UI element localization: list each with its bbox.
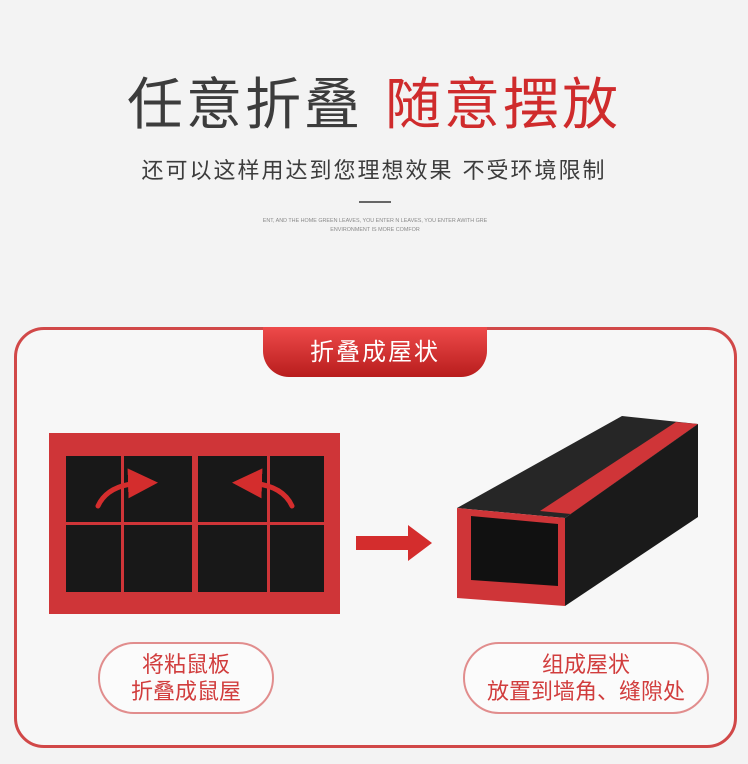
folded-house-box [457, 416, 698, 606]
headline-part-b: 随意摆放 [385, 73, 621, 138]
caption-fold-board-line-2: 折叠成鼠屋 [130, 680, 241, 705]
caption-fold-board-line-1: 将粘鼠板 [141, 653, 230, 678]
subheadline: 还可以这样用达到您理想效果 不受环境限制 [141, 159, 607, 184]
caption-place-house-line-2: 放置到墙角、缝隙处 [486, 680, 685, 705]
flat-glue-board [49, 433, 340, 614]
caption-place-house: 组成屋状 放置到墙角、缝隙处 [463, 642, 709, 714]
board-cell [198, 456, 267, 522]
headline: 任意折叠随意摆放 [0, 72, 748, 140]
board-cell [66, 525, 121, 592]
panel-tab: 折叠成屋状 [263, 327, 487, 377]
box-top-red-stripe [540, 422, 698, 514]
board-cell [124, 525, 192, 592]
box-opening [471, 516, 558, 586]
box-side [565, 424, 698, 606]
box-top [457, 416, 698, 518]
fineprint-line-1: ENT, AND THE HOME GREEN LEAVES, YOU ENTE… [262, 218, 488, 224]
board-cells [66, 456, 324, 592]
board-cell [124, 456, 192, 522]
fineprint: ENT, AND THE HOME GREEN LEAVES, YOU ENTE… [230, 217, 520, 235]
headline-part-a: 任意折叠 [127, 73, 363, 138]
board-cell [198, 525, 267, 592]
board-cell [270, 525, 324, 592]
curved-arrow-right-icon [95, 468, 158, 509]
caption-place-house-line-1: 组成屋状 [541, 653, 630, 678]
right-arrow-icon [356, 525, 432, 561]
fineprint-line-2: ENVIRONMENT IS MORE COMFOR [330, 227, 420, 233]
curved-arrow-left-icon [232, 468, 295, 509]
divider [359, 201, 391, 203]
caption-fold-board: 将粘鼠板 折叠成鼠屋 [98, 642, 274, 714]
